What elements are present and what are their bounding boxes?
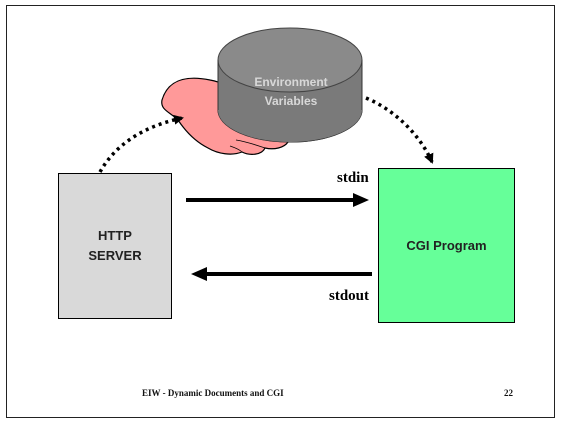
env-variables-label: Environment Variables	[254, 75, 328, 108]
http-server-label: HTTP SERVER	[88, 228, 142, 263]
dotted-arrow-server-to-env	[98, 114, 184, 173]
cgi-program-box: CGI Program	[378, 168, 515, 323]
cgi-program-label: CGI Program	[406, 237, 487, 253]
dotted-arrow-env-to-cgi	[365, 96, 434, 164]
stdin-label: stdin	[337, 170, 369, 186]
http-server-box: HTTP SERVER	[58, 173, 172, 319]
stdout-label: stdout	[329, 288, 370, 304]
page-number: 22	[504, 388, 513, 398]
footer-title: EIW - Dynamic Documents and CGI	[142, 388, 284, 398]
disk-icon	[217, 27, 363, 143]
